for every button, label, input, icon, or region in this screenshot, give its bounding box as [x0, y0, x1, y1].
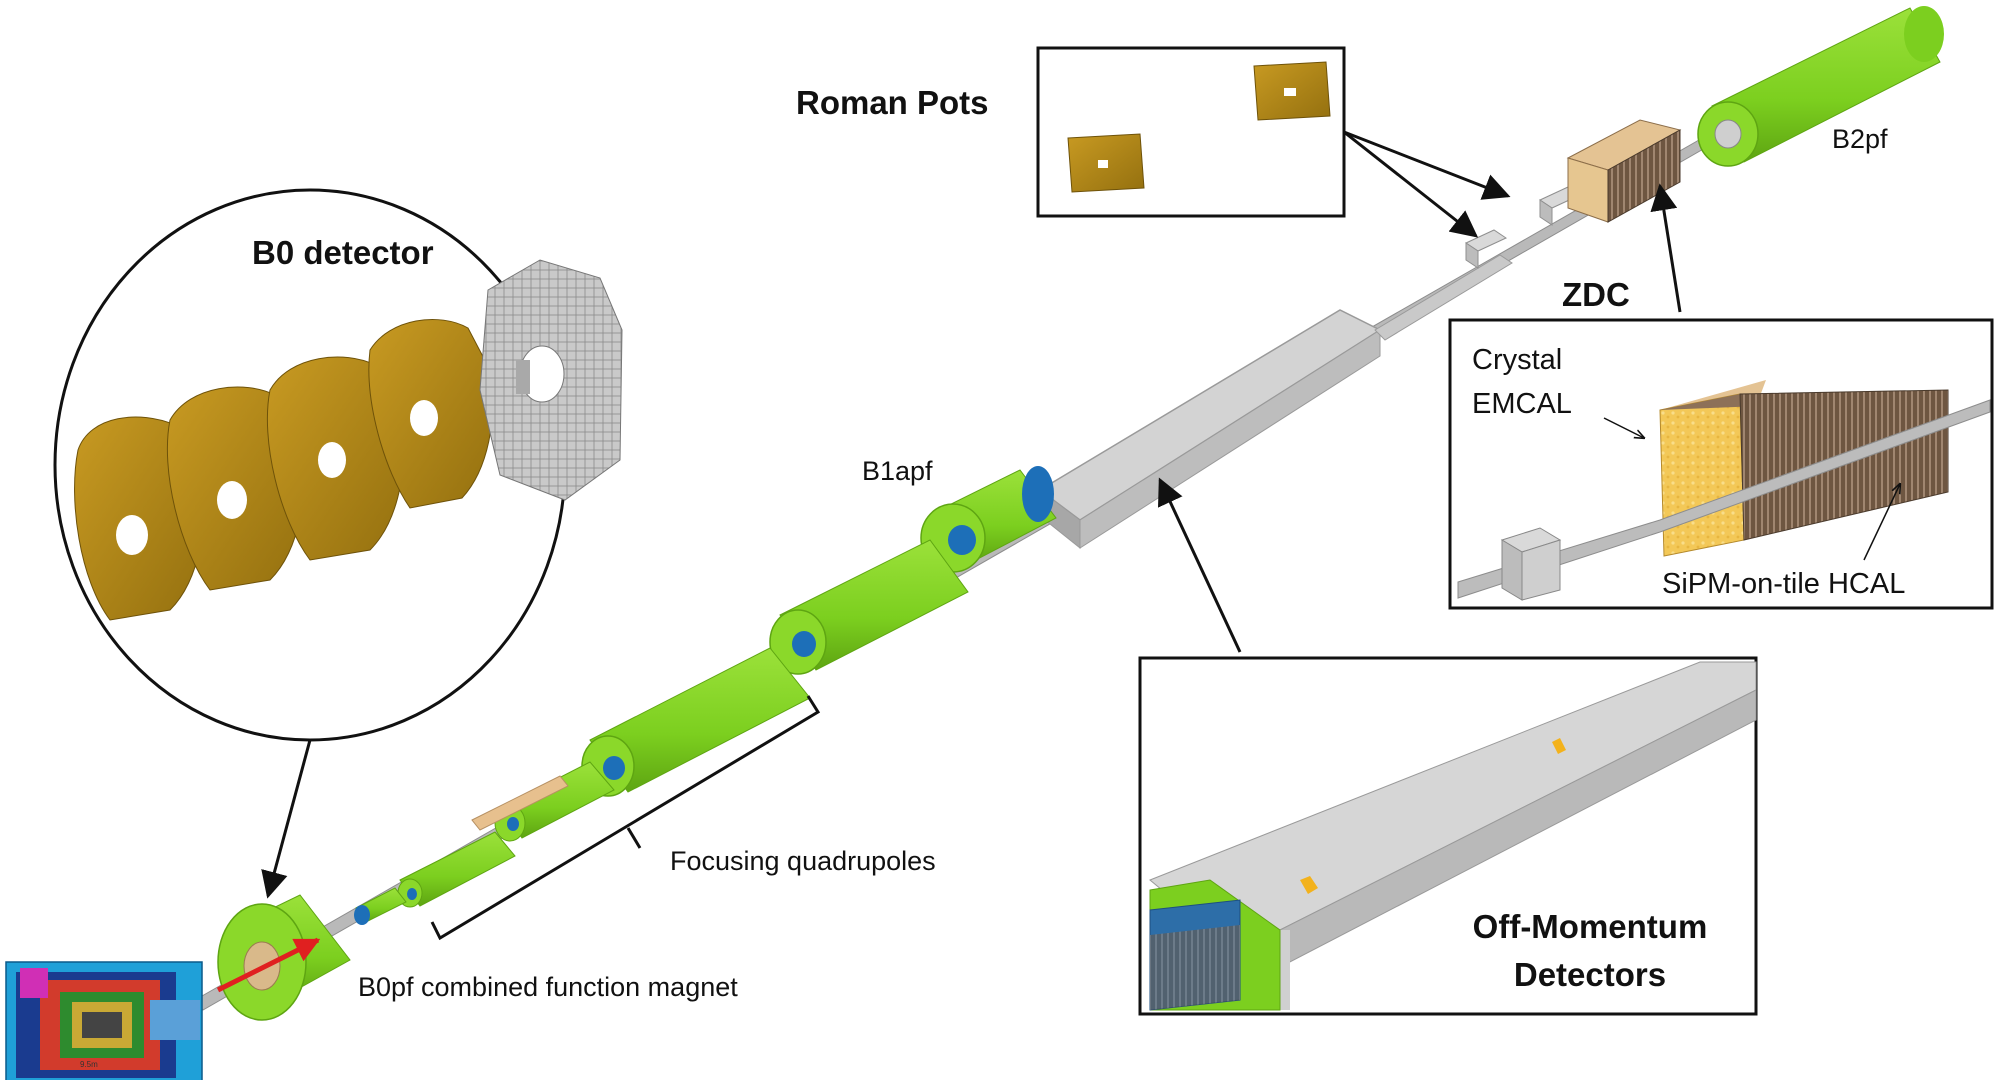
off-momentum-detector-1	[1300, 876, 1318, 894]
zdc-arrow	[1650, 183, 1682, 313]
zdc-beam-pipe	[1457, 399, 1991, 599]
magnet-b1apf-1	[769, 539, 969, 675]
b2pf-label: B2pf	[1832, 124, 1888, 154]
b0-detector-inset	[53, 188, 623, 899]
b2pf-magnet	[1697, 6, 1944, 167]
hcal-pointer	[1863, 484, 1900, 561]
focusing-quadrupoles-label: Focusing quadrupoles	[670, 846, 936, 876]
off-momentum-chamber	[1038, 309, 1382, 521]
off-momentum-arrow	[1158, 477, 1242, 653]
focusing-quadrupoles-bracket	[430, 695, 821, 941]
roman-pot-plane-1	[1067, 133, 1145, 193]
central-detector	[5, 961, 203, 1085]
b0-tracker-layers	[74, 318, 494, 621]
b0pf-magnet-label: B0pf combined function magnet	[358, 972, 738, 1002]
b1apf-label: B1apf	[862, 456, 933, 486]
emcal-pointer	[1603, 417, 1644, 438]
b0pf-magnet	[216, 894, 351, 1021]
roman-pot-plane-2	[1253, 61, 1331, 121]
magnet-b1apf-2	[920, 466, 1057, 573]
off-momentum-label-line1: Off-Momentum	[1472, 908, 1708, 945]
zdc-label: ZDC	[1562, 276, 1630, 313]
quadrupole-2	[471, 761, 615, 842]
sipm-hcal-label: SiPM-on-tile HCAL	[1662, 568, 1906, 600]
quadrupole-1	[581, 647, 811, 797]
beam-direction-arrow	[216, 937, 321, 993]
quadrupole-4	[354, 887, 407, 925]
roman-pots-arrow-1	[1343, 130, 1511, 200]
zdc-hcal-small	[1607, 129, 1681, 223]
roman-pots-label: Roman Pots	[796, 84, 989, 121]
crystal-label: Crystal	[1472, 344, 1563, 376]
b0-inset-arrow	[261, 739, 312, 899]
quadrupole-3	[397, 831, 516, 908]
beam-line	[5, 6, 1944, 1085]
emcal-label: EMCAL	[1472, 388, 1572, 420]
roman-pots-inset	[1036, 46, 1511, 238]
zdc-inset	[1448, 183, 1994, 610]
off-momentum-inset	[1138, 477, 1758, 1016]
scale-bar-label: 9.5m	[80, 1060, 98, 1069]
off-momentum-label-line2: Detectors	[1513, 956, 1667, 993]
b0-detector-label: B0 detector	[252, 234, 434, 271]
b0-ecal-block	[479, 259, 623, 501]
off-momentum-detector-2	[1552, 738, 1566, 754]
roman-pots-arrow-2	[1343, 130, 1479, 238]
